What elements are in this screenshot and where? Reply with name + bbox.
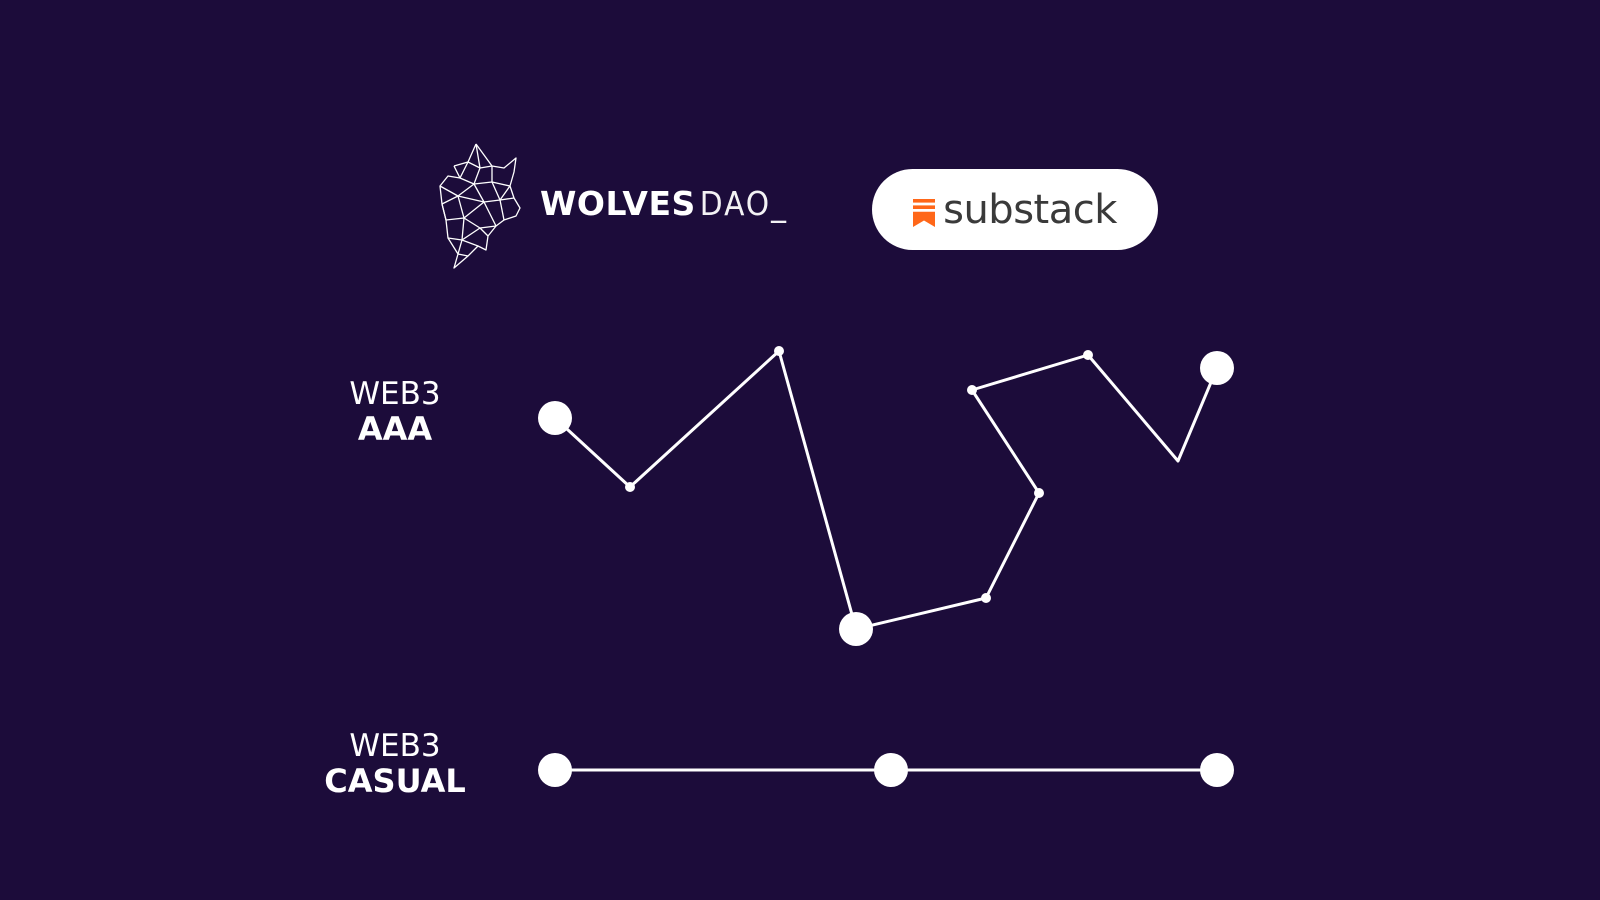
casual-straight-path: [538, 753, 1234, 787]
aaa-zigzag-line: [553, 349, 1219, 631]
label-casual-line2: CASUAL: [324, 761, 466, 800]
substack-bookmark-icon: [913, 198, 936, 227]
aaa-node-end: [1200, 351, 1234, 385]
label-web3-casual: WEB3 CASUAL: [300, 729, 490, 800]
wolf-head-icon: [439, 143, 521, 269]
substack-logo: substack: [872, 169, 1158, 250]
aaa-node-start: [538, 401, 572, 435]
casual-node-end: [1200, 753, 1234, 787]
aaa-node-3: [774, 346, 784, 356]
substack-wordmark: substack: [943, 186, 1117, 233]
wolves-dao-wordmark: WOLVES DAO_: [540, 184, 788, 234]
aaa-node-5: [981, 593, 991, 603]
aaa-zigzag-path: [538, 346, 1234, 646]
aaa-node-low: [839, 612, 873, 646]
label-casual-line1: WEB3: [349, 728, 441, 764]
label-aaa-line2: AAA: [357, 409, 433, 448]
aaa-node-6: [1034, 488, 1044, 498]
wolves-wordmark-bold: WOLVES: [540, 184, 696, 223]
label-web3-aaa: WEB3 AAA: [320, 377, 470, 448]
label-aaa-line1: WEB3: [349, 376, 441, 412]
casual-node-mid: [874, 753, 908, 787]
casual-node-start: [538, 753, 572, 787]
wolves-dao-logo: WOLVES DAO_: [438, 142, 798, 272]
dao-wordmark-light: DAO_: [699, 184, 789, 223]
aaa-node-2: [625, 482, 635, 492]
aaa-node-7: [967, 385, 977, 395]
aaa-node-8: [1083, 350, 1093, 360]
